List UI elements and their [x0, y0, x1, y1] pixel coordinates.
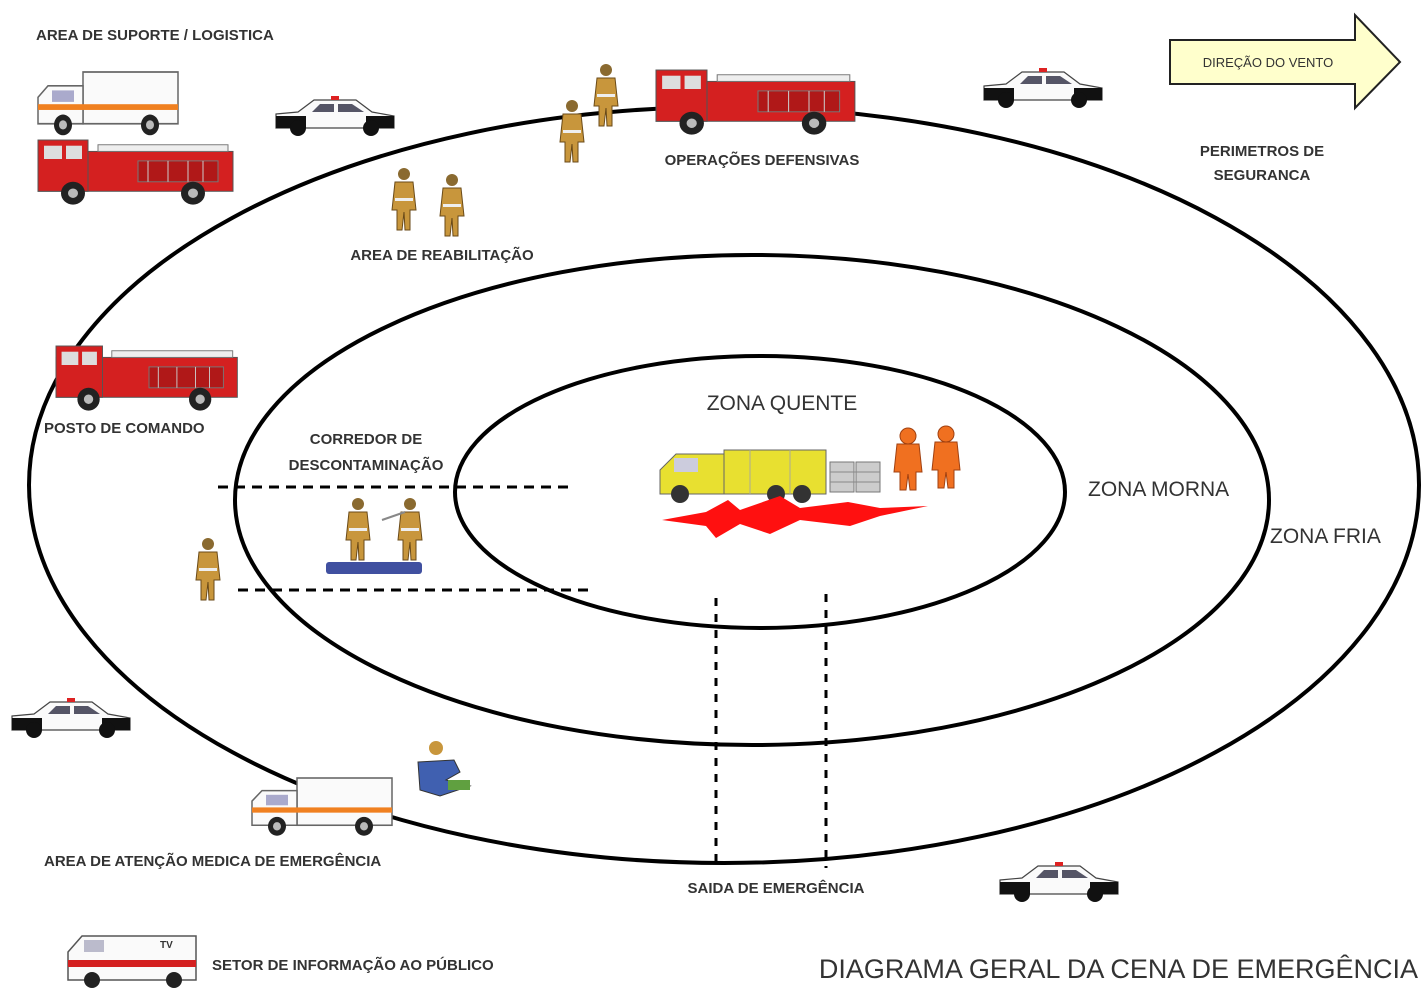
police-car-icon [275, 95, 395, 137]
emergency-exit-label: SAIDA DE EMERGÊNCIA [688, 879, 865, 897]
defensive-ops-label: OPERAÇÕES DEFENSIVAS [665, 151, 860, 169]
police-car-icon [11, 697, 131, 739]
fire-truck-icon [55, 345, 238, 412]
safety-perimeter-label-line1: PERIMETROS DE [1200, 143, 1324, 160]
firefighter-icon [391, 167, 417, 231]
warm-zone-label: ZONA MORNA [1088, 478, 1229, 501]
firefighter-icon [593, 63, 619, 127]
drum-icon [829, 461, 881, 493]
firefighter-icon [195, 537, 221, 601]
fire-truck-icon [655, 69, 856, 136]
tv-van-icon [67, 935, 197, 988]
tank-truck-icon [659, 449, 827, 503]
wind-direction-label: DIREÇÃO DO VENTO [1203, 55, 1334, 70]
ambulance-icon [251, 777, 393, 837]
police-car-icon [999, 861, 1119, 903]
cold-zone-label: ZONA FRIA [1270, 525, 1381, 548]
public-info-label: SETOR DE INFORMAÇÃO AO PÚBLICO [212, 956, 494, 974]
police-car-icon [983, 67, 1103, 109]
command-post-label: POSTO DE COMANDO [44, 420, 205, 437]
ambulance-icon [37, 71, 179, 137]
decon-corridor-label-line1: CORREDOR DE [310, 431, 423, 448]
decon-station [326, 497, 423, 574]
medical-area-label: AREA DE ATENÇÃO MEDICA DE EMERGÊNCIA [44, 852, 381, 870]
hazmat-worker-icon [893, 427, 923, 491]
hot-zone-label: ZONA QUENTE [707, 392, 858, 415]
firefighter-icon [439, 173, 465, 237]
hot-zone-ring [453, 354, 1067, 630]
firefighter-icon [559, 99, 585, 163]
hazmat-worker-icon [931, 425, 961, 489]
firefighter-icon [345, 497, 371, 561]
warm-zone-ring [233, 253, 1271, 747]
diagram-title: DIAGRAMA GERAL DA CENA DE EMERGÊNCIA [819, 953, 1418, 984]
injured-person-icon [417, 741, 472, 797]
fire-truck-icon [37, 139, 234, 206]
wind-arrow-icon [1169, 12, 1402, 111]
support-area-label: AREA DE SUPORTE / LOGISTICA [36, 27, 274, 44]
rehab-area-label: AREA DE REABILITAÇÃO [350, 246, 534, 264]
decon-corridor-label-line2: DESCONTAMINAÇÃO [289, 456, 444, 474]
firefighter-icon [397, 497, 423, 561]
spill-icon [662, 496, 928, 538]
safety-perimeter-label-line2: SEGURANCA [1214, 167, 1311, 184]
tv-van-text: TV [160, 940, 173, 951]
